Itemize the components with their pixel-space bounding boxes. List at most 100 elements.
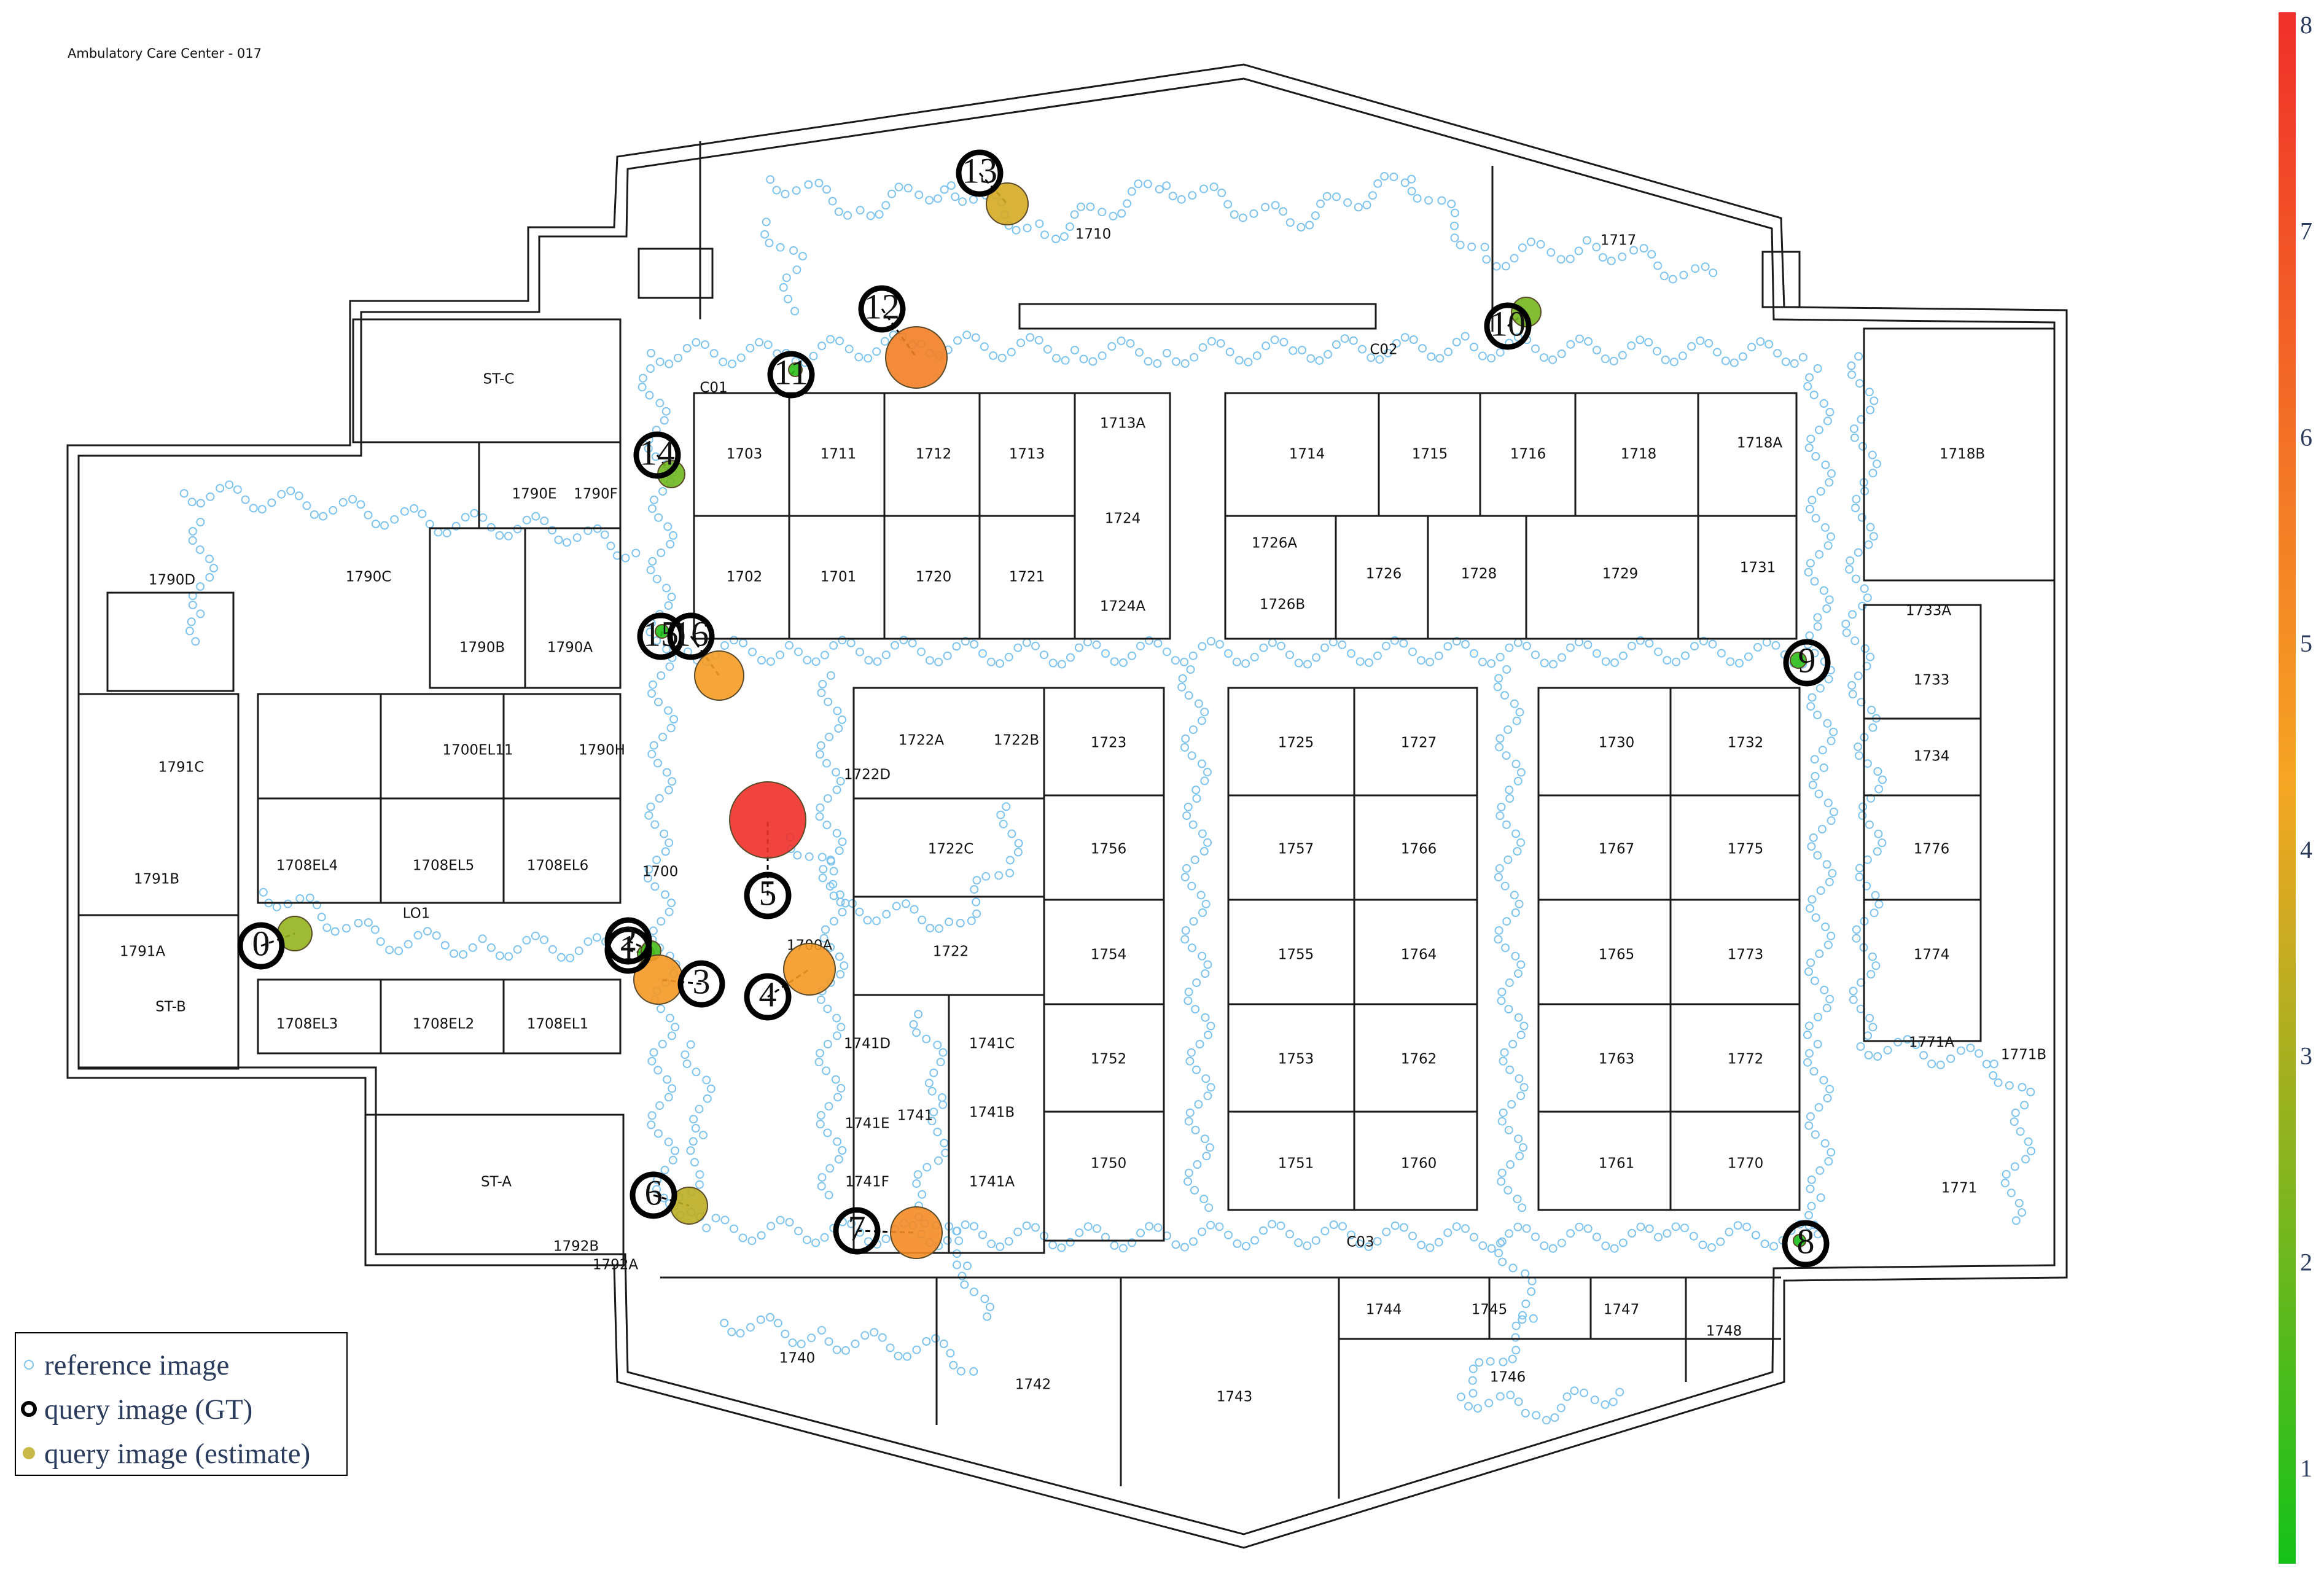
reference-point <box>660 1166 669 1175</box>
reference-point <box>1190 856 1199 864</box>
reference-point <box>1380 172 1389 181</box>
reference-point <box>834 1155 843 1164</box>
reference-point <box>1813 851 1822 860</box>
reference-point <box>1487 1244 1496 1253</box>
reference-point <box>1852 494 1861 504</box>
reference-point <box>825 732 834 741</box>
reference-point <box>913 1170 922 1179</box>
reference-point <box>934 657 943 666</box>
reference-point <box>789 246 798 255</box>
reference-point <box>1168 192 1177 201</box>
room-label: 1744 <box>1366 1302 1402 1318</box>
reference-point <box>1514 1397 1523 1406</box>
reference-point <box>1451 208 1459 217</box>
colorbar-tick-label: 8 <box>2300 11 2312 39</box>
reference-point <box>686 1146 695 1155</box>
query-gt-marker <box>956 149 1004 197</box>
reference-point <box>1810 755 1819 764</box>
reference-point <box>917 647 926 657</box>
reference-point <box>450 949 459 958</box>
reference-point <box>682 344 692 353</box>
reference-point <box>1107 342 1117 351</box>
reference-point <box>583 937 593 946</box>
reference-point <box>1199 1195 1209 1204</box>
reference-point <box>425 520 434 529</box>
reference-point <box>1482 255 1491 264</box>
reference-point <box>655 399 665 408</box>
reference-point <box>1232 657 1241 666</box>
reference-point <box>649 1048 658 1057</box>
reference-point <box>835 846 844 856</box>
reference-point <box>1865 1013 1874 1023</box>
reference-point <box>918 1190 927 1199</box>
reference-point <box>914 1010 923 1019</box>
reference-point <box>785 1218 794 1227</box>
reference-point <box>922 1034 931 1044</box>
reference-point <box>941 1149 950 1158</box>
reference-point <box>1811 1130 1820 1139</box>
reference-point <box>927 1117 937 1126</box>
reference-point <box>1425 1243 1435 1252</box>
reference-point <box>644 444 653 453</box>
reference-point <box>1086 202 1095 211</box>
reference-point <box>790 306 799 316</box>
reference-point <box>1499 1108 1508 1117</box>
reference-point <box>1364 1242 1373 1251</box>
reference-point <box>1823 416 1832 426</box>
reference-point <box>1478 1241 1488 1250</box>
room-label: 1792B <box>553 1239 599 1255</box>
reference-point <box>1514 969 1523 978</box>
reference-point <box>1305 220 1314 230</box>
reference-point <box>1495 734 1505 743</box>
reference-point <box>829 641 838 650</box>
reference-point <box>856 647 864 657</box>
reference-point <box>1790 359 1799 368</box>
reference-point <box>1013 1227 1023 1236</box>
reference-point <box>856 1228 864 1237</box>
reference-point <box>1306 354 1316 363</box>
reference-point <box>832 1345 841 1354</box>
reference-point <box>1531 344 1540 353</box>
reference-point <box>1871 891 1880 900</box>
reference-point <box>996 810 1005 819</box>
reference-point <box>645 391 654 400</box>
reference-point <box>376 937 385 946</box>
reference-point <box>649 926 658 935</box>
reference-point <box>818 873 827 883</box>
reference-point <box>1956 1046 1965 1055</box>
reference-point <box>841 1346 850 1355</box>
reference-point <box>1863 593 1872 603</box>
reference-point <box>650 495 658 504</box>
reference-point <box>1504 1005 1513 1014</box>
reference-point <box>356 500 365 509</box>
reference-point <box>1855 864 1864 873</box>
reference-point <box>1513 1222 1523 1231</box>
reference-point <box>805 852 814 861</box>
reference-point <box>2011 1108 2020 1117</box>
reference-point <box>1035 219 1044 228</box>
reference-point <box>572 533 582 542</box>
reference-point <box>822 821 832 830</box>
reference-point <box>829 880 838 889</box>
reference-point <box>736 353 746 362</box>
reference-point <box>1294 1238 1303 1247</box>
reference-point <box>757 656 766 665</box>
reference-point <box>1203 1091 1212 1101</box>
room-label: 1708EL5 <box>413 858 475 874</box>
reference-point <box>645 628 655 636</box>
reference-point <box>1773 349 1782 358</box>
reference-point <box>664 1093 673 1102</box>
reference-point <box>1505 1065 1515 1074</box>
reference-point <box>1200 776 1209 786</box>
reference-point <box>1031 1223 1040 1232</box>
reference-point <box>836 897 845 907</box>
reference-point <box>380 521 389 530</box>
reference-point <box>330 927 340 936</box>
reference-point <box>1497 988 1507 997</box>
reference-point <box>1322 192 1332 201</box>
reference-point <box>766 1313 774 1322</box>
reference-point <box>836 1023 846 1032</box>
reference-point <box>1497 1117 1507 1126</box>
reference-point <box>2026 1087 2035 1096</box>
room-label: 1763 <box>1599 1051 1635 1067</box>
